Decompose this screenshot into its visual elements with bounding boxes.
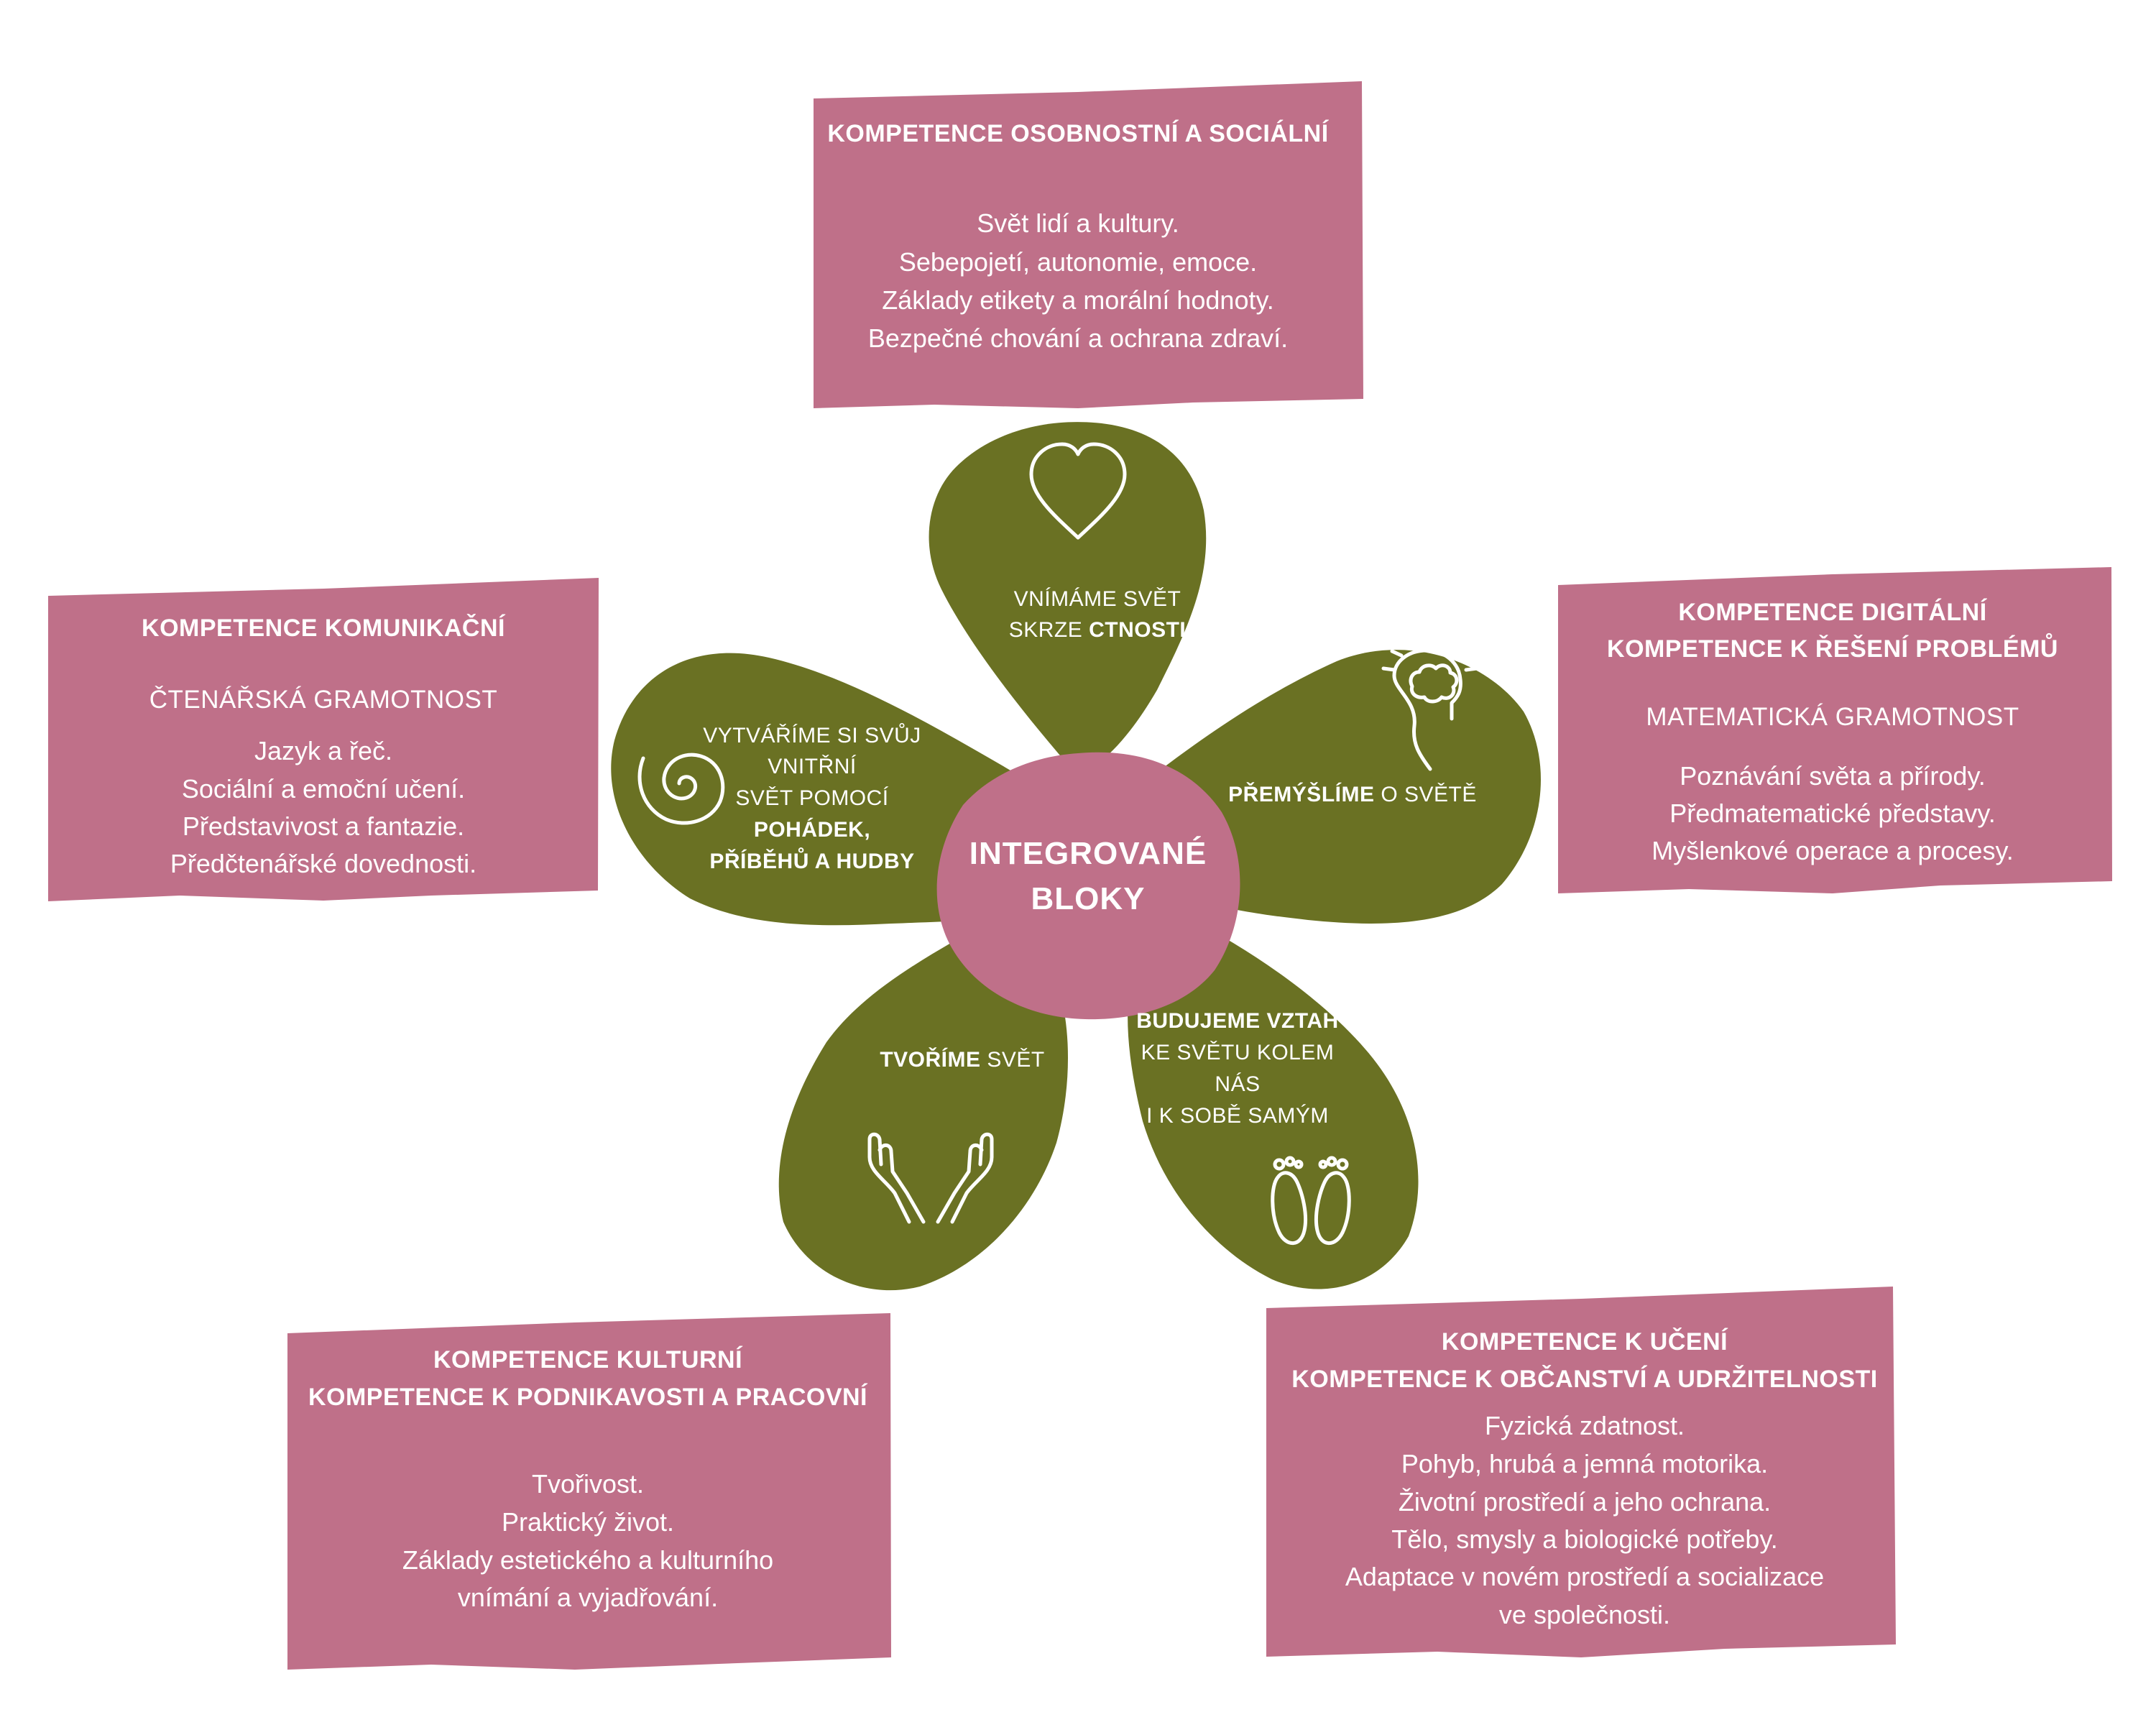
right-toe-3 (1318, 1159, 1328, 1169)
spiral-icon (637, 753, 725, 825)
petal-bottom-right-line-3: NÁS (1215, 1072, 1260, 1096)
petal-right-text: PŘEMÝŠLÍME O SVĚTĚ (1228, 782, 1477, 806)
box-left-line-2: Sociální a emoční učení. (182, 774, 465, 804)
box-bottom-right-line-5: Adaptace v novém prostředí a socializace (1345, 1562, 1824, 1591)
right-hand (936, 1132, 994, 1224)
petal-top-line-1: VNÍMÁME SVĚT (1014, 587, 1181, 611)
box-bottom-left-line-3: Základy estetického a kulturního (402, 1545, 773, 1575)
petal-bottom-right (1128, 913, 1419, 1289)
box-left-title: KOMPETENCE KOMUNIKAČNÍ (142, 614, 506, 642)
petal-right-bold: PŘEMÝŠLÍME (1228, 782, 1374, 806)
petal-bottom-left-bold: TVOŘÍME (880, 1047, 980, 1072)
center-circle (936, 752, 1240, 1020)
right-foot (1314, 1171, 1351, 1246)
ray-6 (1464, 666, 1479, 672)
ray-3 (1444, 634, 1454, 648)
box-right-line-3: Myšlenkové operace a procesy. (1651, 836, 2014, 865)
box-bottom-left: KOMPETENCE KULTURNÍ KOMPETENCE K PODNIKA… (287, 1313, 891, 1670)
open-hands-icon (867, 1132, 994, 1224)
petal-top (929, 422, 1207, 776)
box-right-shape (1558, 567, 2112, 893)
petal-right-plain: O SVĚTĚ (1374, 783, 1476, 806)
heart-icon (1029, 442, 1127, 540)
petal-bottom-right-line-2: KE SVĚTU KOLEM (1141, 1041, 1335, 1064)
brain-shape (1409, 663, 1459, 704)
petal-top-line-2: SKRZE CTNOSTI (1009, 618, 1187, 642)
box-bottom-left-line-1: Tvořivost. (532, 1469, 644, 1499)
ray-4 (1390, 649, 1404, 658)
box-left-subtitle: ČTENÁŘSKÁ GRAMOTNOST (149, 686, 497, 714)
box-bottom-left-title-1: KOMPETENCE KULTURNÍ (433, 1346, 743, 1374)
box-bottom-right-line-1: Fyzická zdatnost. (1485, 1411, 1685, 1440)
box-right-line-1: Poznávání světa a přírody. (1680, 761, 1986, 791)
ray-7 (1381, 666, 1396, 672)
box-bottom-right-line-4: Tělo, smysly a biologické potřeby. (1391, 1524, 1778, 1554)
head-outline (1392, 648, 1462, 771)
petal-left-line-4: POHÁDEK, (754, 817, 870, 842)
petal-bottom-left-text: TVOŘÍME SVĚT (880, 1047, 1044, 1072)
box-right-title-2: KOMPETENCE K ŘEŠENÍ PROBLÉMŮ (1607, 633, 2058, 663)
petal-top-line-2-bold: CTNOSTI (1089, 618, 1186, 642)
petal-left-line-3: SVĚT POMOCÍ (735, 786, 888, 810)
petal-bottom-right-line-1: BUDUJEME VZTAH (1136, 1009, 1338, 1033)
box-bottom-left-shape (287, 1313, 891, 1670)
center-title-line-2: BLOKY (1031, 881, 1146, 916)
box-bottom-left-line-2: Praktický život. (502, 1507, 674, 1537)
box-bottom-right-line-2: Pohyb, hrubá a jemná motorika. (1401, 1449, 1768, 1478)
box-right-line-2: Předmatematické představy. (1669, 799, 1996, 828)
petal-bottom-left-plain: SVĚT (980, 1048, 1044, 1072)
petal-bottom-left (778, 920, 1069, 1291)
box-bottom-right-title-1: KOMPETENCE K UČENÍ (1442, 1328, 1728, 1356)
brain-head-icon (1381, 629, 1479, 771)
ray-2 (1406, 634, 1416, 648)
box-top-line-2: Sebepojetí, autonomie, emoce. (899, 247, 1257, 277)
center-title-line-1: INTEGROVANÉ (969, 835, 1207, 871)
box-bottom-right-line-3: Životní prostředí a jeho ochrana. (1399, 1487, 1771, 1517)
petal-left-line-2: VNITŘNÍ (768, 755, 857, 778)
box-left-shape (48, 578, 599, 901)
ray-5 (1457, 649, 1470, 658)
box-top-line-1: Svět lidí a kultury. (977, 208, 1179, 238)
petal-bottom-right-line-4: I K SOBĚ SAMÝM (1146, 1104, 1329, 1128)
right-toe-2 (1326, 1156, 1337, 1167)
petal-left-line-5: PŘÍBĚHŮ A HUDBY (709, 847, 914, 873)
box-bottom-right-shape (1266, 1287, 1896, 1657)
petal-right (1143, 650, 1541, 924)
box-bottom-left-line-4: vnímání a vyjadřování. (458, 1583, 718, 1612)
box-left-line-1: Jazyk a řeč. (254, 736, 392, 765)
box-left-line-4: Předčtenářské dovednosti. (170, 849, 476, 878)
box-bottom-left-title-2: KOMPETENCE K PODNIKAVOSTI A PRACOVNÍ (308, 1384, 868, 1411)
left-toe-3 (1294, 1159, 1304, 1169)
box-bottom-right-title-2: KOMPETENCE K OBČANSTVÍ A UDRŽITELNOSTI (1291, 1365, 1878, 1393)
left-toe-1 (1273, 1158, 1286, 1171)
left-hand (867, 1132, 926, 1224)
box-right-subtitle: MATEMATICKÁ GRAMOTNOST (1646, 703, 2019, 731)
box-top-shape (814, 81, 1363, 408)
left-foot (1271, 1171, 1308, 1246)
right-toe-1 (1336, 1158, 1349, 1171)
box-top-title: KOMPETENCE OSOBNOSTNÍ A SOCIÁLNÍ (827, 120, 1329, 147)
petal-left (611, 653, 1028, 926)
box-top-line-3: Základy etikety a morální hodnoty. (882, 285, 1274, 315)
box-left-line-3: Představivost a fantazie. (183, 811, 464, 841)
petal-top-line-2-plain: SKRZE (1009, 618, 1089, 642)
box-right-title-1: KOMPETENCE DIGITÁLNÍ (1678, 599, 1987, 626)
box-bottom-right-line-6: ve společnosti. (1499, 1600, 1670, 1629)
left-toe-2 (1284, 1156, 1296, 1167)
box-left: KOMPETENCE KOMUNIKAČNÍ ČTENÁŘSKÁ GRAMOTN… (48, 578, 599, 901)
petal-left-line-1: VYTVÁŘÍME SI SVŮJ (703, 723, 921, 747)
box-top: KOMPETENCE OSOBNOSTNÍ A SOCIÁLNÍ Svět li… (814, 81, 1363, 408)
box-right: KOMPETENCE DIGITÁLNÍ KOMPETENCE K ŘEŠENÍ… (1558, 567, 2112, 893)
feet-icon (1271, 1156, 1351, 1246)
box-bottom-right: KOMPETENCE K UČENÍ KOMPETENCE K OBČANSTV… (1266, 1287, 1896, 1657)
box-top-line-4: Bezpečné chování a ochrana zdraví. (868, 323, 1288, 353)
